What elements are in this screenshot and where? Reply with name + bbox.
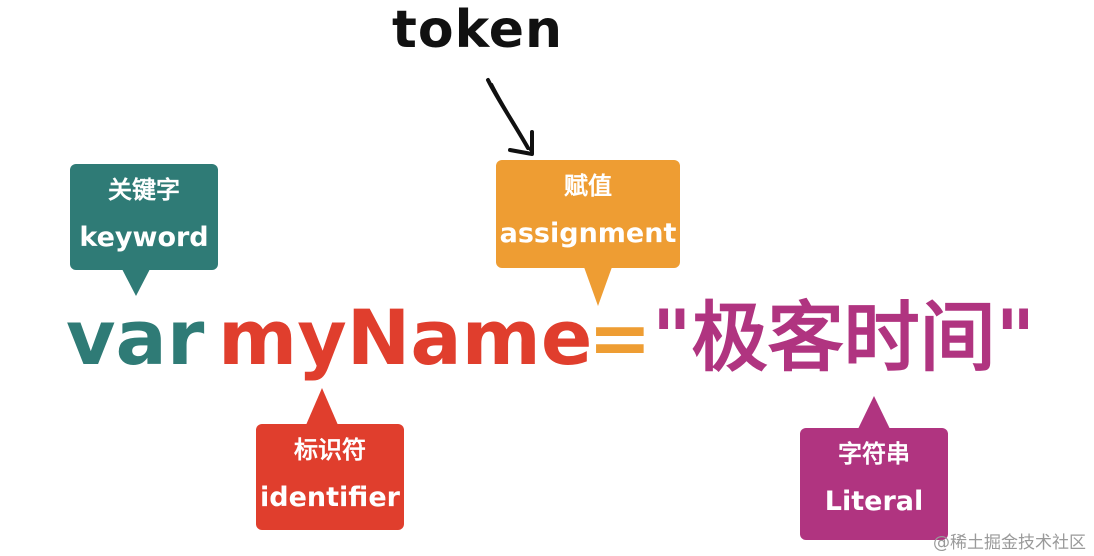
code-assignment: = xyxy=(588,293,652,382)
identifier-callout-pointer xyxy=(306,388,338,425)
identifier-callout-zh: 标识符 xyxy=(294,436,366,464)
assignment-callout: 赋值 assignment xyxy=(496,160,680,306)
code-keyword: var xyxy=(66,293,205,382)
keyword-callout: 关键字 keyword xyxy=(70,164,218,296)
assignment-callout-pointer xyxy=(584,267,612,306)
identifier-callout-en: identifier xyxy=(260,482,400,513)
token-arrow-icon xyxy=(486,78,534,156)
token-title: token xyxy=(392,0,564,60)
identifier-callout: 标识符 identifier xyxy=(256,388,404,530)
keyword-callout-en: keyword xyxy=(79,222,209,253)
watermark: @稀土掘金技术社区 xyxy=(933,533,1086,553)
keyword-callout-pointer xyxy=(122,269,150,296)
literal-callout-zh: 字符串 xyxy=(838,440,910,468)
keyword-callout-zh: 关键字 xyxy=(108,176,180,204)
assignment-callout-en: assignment xyxy=(499,218,677,249)
code-identifier: myName xyxy=(218,293,593,382)
assignment-callout-zh: 赋值 xyxy=(564,172,612,200)
code-literal: "极客时间" xyxy=(652,293,1036,382)
literal-callout-en: Literal xyxy=(824,486,924,517)
literal-callout-pointer xyxy=(858,396,890,429)
literal-callout: 字符串 Literal xyxy=(800,396,948,540)
